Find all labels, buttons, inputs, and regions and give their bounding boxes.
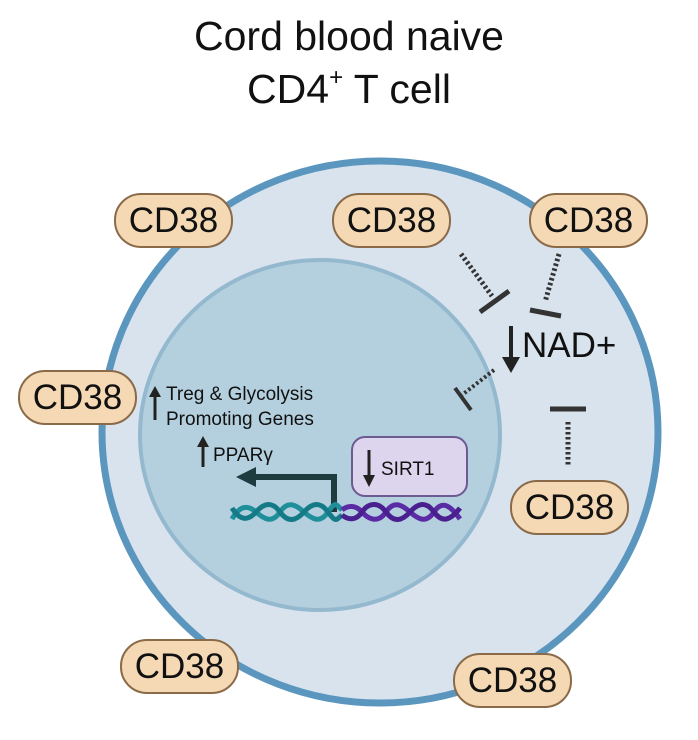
cd38-label: CD38 [129,201,218,240]
inhibition-bar-1 [478,288,511,315]
inhibition-dash-2 [542,253,562,303]
title-t-cell: T cell [343,66,451,112]
inhibition-lines [453,252,586,466]
ppar-up-arrow [197,436,209,467]
cd38-receptor-top-left: CD38 [114,193,233,248]
transcription-arrow [236,467,337,512]
dna-strand-teal-2 [229,502,344,522]
cd38-label: CD38 [135,647,224,686]
title-line-2: CD4+ T cell [0,64,698,113]
dna-helix [229,502,463,522]
cd38-label: CD38 [544,201,633,240]
nad-down-arrow [502,326,520,373]
inhibition-bar-4 [453,386,473,412]
cd38-label: CD38 [33,378,122,417]
cd38-receptor-bottom-left: CD38 [120,639,239,694]
dna-strand-teal-1 [229,502,344,522]
cd38-receptor-right: CD38 [510,480,629,535]
sirt1-box [351,436,468,497]
inhibition-dash-4 [460,368,496,397]
cd38-receptor-top-right: CD38 [529,193,648,248]
title-cd4: CD4 [247,66,330,112]
ppar-label: PPARγ [213,445,273,466]
sirt1-down-arrow [363,450,375,487]
cd38-label: CD38 [468,661,557,700]
genes-up-arrow [149,386,161,420]
cd38-receptor-top-center: CD38 [332,193,451,248]
genes-label-line-1: Treg & Glycolysis [166,384,313,405]
nucleus [138,258,502,612]
cd38-label: CD38 [525,488,614,527]
cd38-receptor-left: CD38 [18,370,137,425]
cd38-receptor-bottom-right: CD38 [453,653,572,708]
dna-strand-purple-2 [340,502,462,522]
title-superscript: + [329,64,344,91]
nad-label: NAD+ [522,326,616,365]
title-line-1: Cord blood naive [194,13,504,59]
genes-label-line-2: Promoting Genes [166,409,314,430]
cd38-label: CD38 [347,201,436,240]
inhibition-bar-2 [529,307,562,319]
sirt1-label: SIRT1 [381,459,435,480]
inhibition-dash-1 [458,252,495,298]
